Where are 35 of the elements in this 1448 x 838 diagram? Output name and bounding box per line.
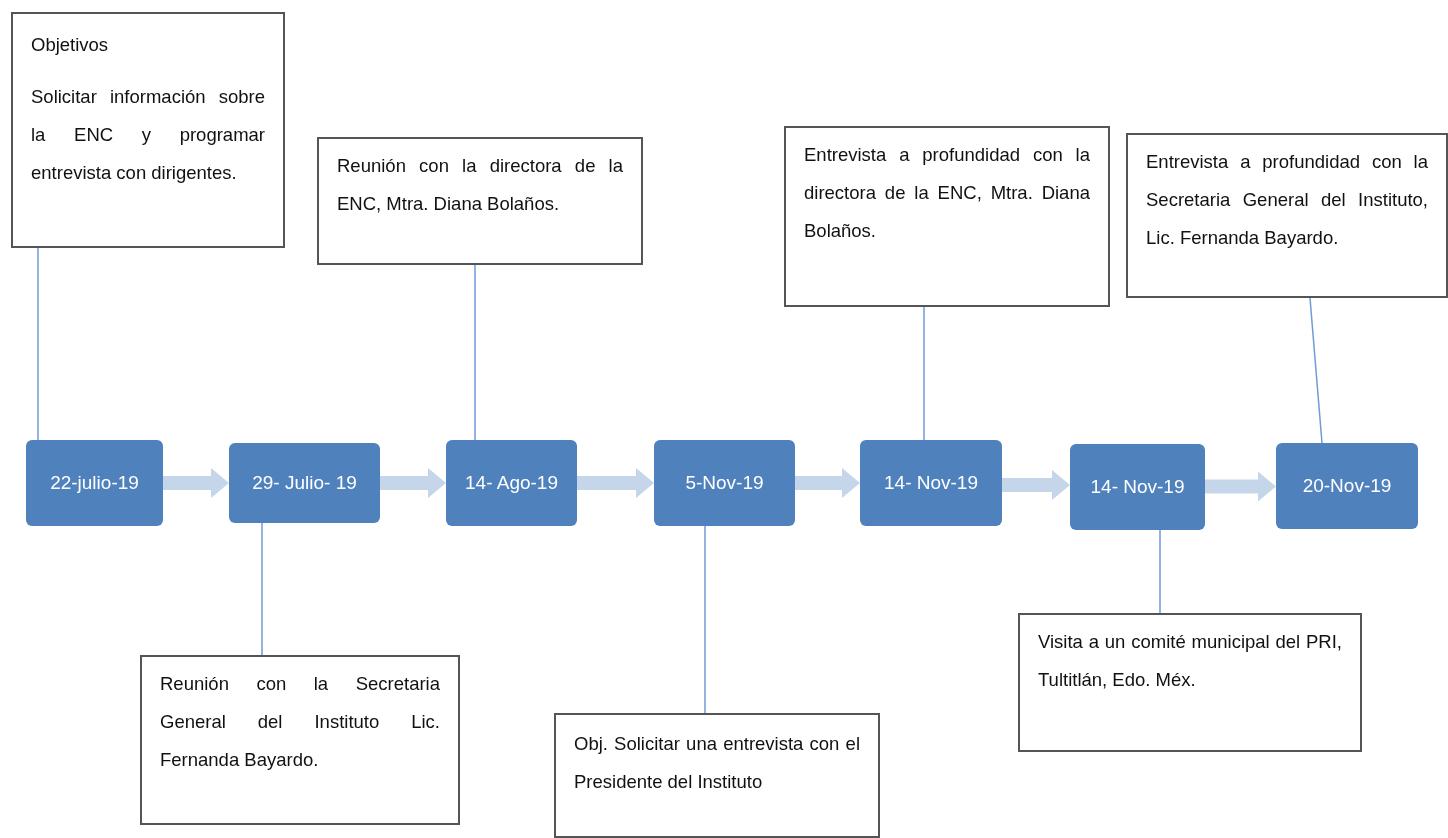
note-box xyxy=(317,137,643,265)
note-box xyxy=(784,126,1110,307)
leader-line xyxy=(704,525,706,714)
date-box: 22-julio-19 xyxy=(26,440,163,526)
arrow xyxy=(1002,470,1070,500)
note-text: Entrevista a profundidad con la directora de la ENC, Mtra. Diana Bolaños. xyxy=(804,143,1090,243)
date-box: 20-Nov-19 xyxy=(1276,443,1418,529)
leader-line xyxy=(1159,529,1161,614)
note-box xyxy=(1126,133,1448,298)
date-box: 29- Julio- 19 xyxy=(229,443,380,523)
date-box: 14- Nov-19 xyxy=(1070,444,1205,530)
note-heading: Objetivos xyxy=(31,33,110,57)
leader-line xyxy=(261,522,263,656)
date-box: 14- Nov-19 xyxy=(860,440,1002,526)
note-box xyxy=(140,655,460,825)
leader-line xyxy=(474,264,476,441)
note-text: Reunión con la directora de la ENC, Mtra. Diana Bolaños. xyxy=(337,154,623,216)
leader-line xyxy=(37,247,39,441)
arrow xyxy=(1205,471,1276,502)
date-box: 14- Ago-19 xyxy=(446,440,577,526)
arrow xyxy=(380,468,446,498)
note-text: Solicitar información sobre la ENC y programar entrevista con dirigentes. xyxy=(31,85,265,185)
arrow xyxy=(577,468,654,498)
note-text: Reunión con la Secretaria General del Instituto Lic. Fernanda Bayardo. xyxy=(160,672,440,772)
note-text: Obj. Solicitar una entrevista con el Presidente del Instituto xyxy=(574,732,860,794)
date-box: 5-Nov-19 xyxy=(654,440,795,526)
leader-line xyxy=(1309,297,1323,444)
note-box xyxy=(11,12,285,248)
arrow xyxy=(163,468,229,498)
note-text: Visita a un comité municipal del PRI, Tultitlán, Edo. Méx. xyxy=(1038,630,1342,692)
note-box xyxy=(554,713,880,838)
arrow xyxy=(795,468,860,498)
note-box xyxy=(1018,613,1362,752)
note-text: Entrevista a profundidad con la Secretaria General del Instituto, Lic. Fernanda Bayardo. xyxy=(1146,150,1428,250)
leader-line xyxy=(923,306,925,441)
